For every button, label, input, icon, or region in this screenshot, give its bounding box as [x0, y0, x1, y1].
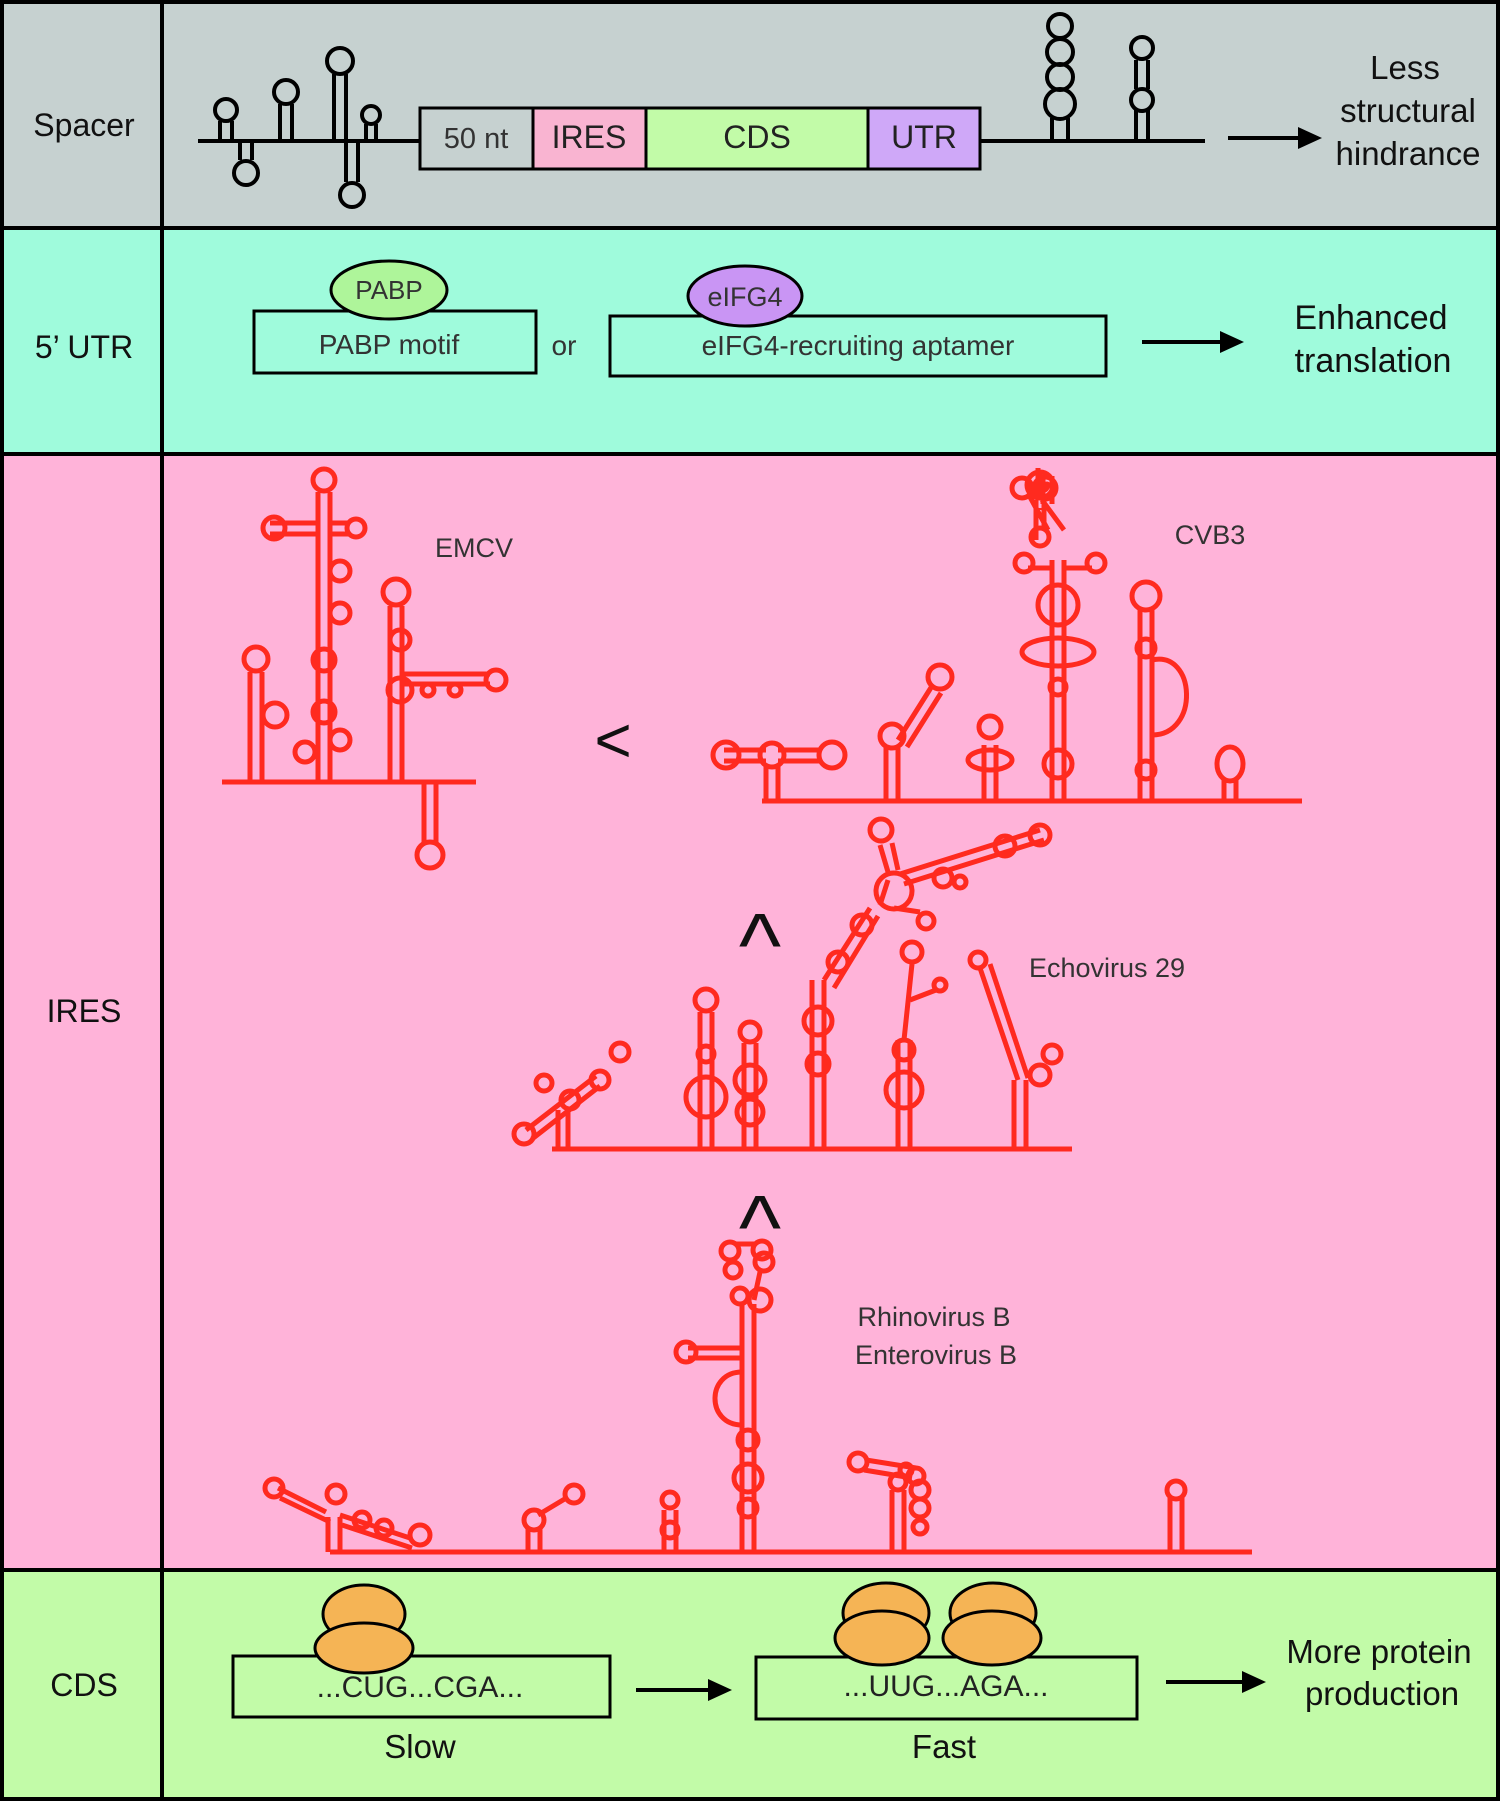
spacer-box-ires: [531, 106, 648, 171]
eifg4-aptamer-label: eIFG4-recruiting aptamer: [702, 330, 1015, 361]
eifg4-aptamer-box: [608, 314, 1108, 378]
or-text: or: [552, 330, 577, 361]
segment-label-cds: CDS: [723, 119, 791, 155]
cds-outcome-line-2: production: [1305, 1675, 1459, 1712]
utr5-arrow: [1142, 331, 1244, 353]
cds-outcome-line-1: More protein: [1286, 1633, 1471, 1670]
echovirus-structure: [511, 816, 1072, 1152]
pabp-motif-box: [252, 309, 538, 375]
label-echovirus: Echovirus 29: [1029, 953, 1185, 983]
slow-codon-box: [231, 1654, 612, 1719]
spacer-box-50nt: [418, 106, 535, 171]
pabp-motif-label: PABP motif: [319, 329, 460, 360]
row-label-spacer: Spacer: [33, 107, 135, 143]
rhinovirus-structure: [262, 1238, 1252, 1555]
utr5-outcome-line-1: Enhanced: [1294, 299, 1447, 337]
emcv-structure: [222, 466, 509, 871]
utr5-outcome-line-2: translation: [1295, 342, 1452, 380]
spacer-box-cds: [644, 106, 870, 171]
comparator-wedge-upper: ^: [739, 896, 781, 996]
pabp-protein: [329, 259, 449, 321]
ribosome-slow: [313, 1583, 415, 1675]
label-enterovirus: Enterovirus B: [855, 1340, 1017, 1370]
cds-arrow-middle: [636, 1679, 732, 1701]
cvb3-structure: [710, 468, 1302, 804]
segment-label-utr: UTR: [891, 119, 957, 155]
cds-row: [0, 1570, 1500, 1801]
outcome-line-1: Less: [1370, 49, 1440, 86]
eifg4-protein-label: eIFG4: [707, 282, 782, 312]
label-rhinovirus: Rhinovirus B: [857, 1302, 1010, 1332]
fast-codon-box: [754, 1655, 1139, 1721]
spacer-arrow: [1228, 127, 1322, 149]
label-emcv: EMCV: [435, 533, 513, 563]
eifg4-protein: [686, 264, 804, 328]
ires-row: [0, 454, 1500, 1570]
pabp-protein-label: PABP: [355, 275, 422, 305]
outcome-line-2: structural: [1340, 92, 1476, 129]
ribosome-fast-2: [941, 1581, 1043, 1667]
spacer-structure-right: [980, 12, 1205, 143]
segment-label-ires: IRES: [552, 119, 627, 155]
outcome-line-3: hindrance: [1336, 135, 1481, 172]
row-label-utr5: 5’ UTR: [35, 329, 133, 365]
segment-label-50nt: 50 nt: [444, 123, 509, 155]
spacer-box-utr: [866, 106, 982, 171]
slow-label: Slow: [384, 1728, 456, 1765]
spacer-outcome: Less structural hindrance: [1336, 49, 1481, 172]
slow-codons: ...CUG...CGA...: [317, 1671, 524, 1704]
label-cvb3: CVB3: [1175, 520, 1246, 550]
fast-codons: ...UUG...AGA...: [843, 1670, 1048, 1703]
comparator-less-than: <: [594, 704, 631, 776]
spacer-structure-left: [198, 46, 420, 209]
spacer-construct: 50 nt IRES CDS UTR: [418, 106, 982, 171]
row-label-cds: CDS: [50, 1667, 118, 1703]
cds-arrow-outcome: [1166, 1671, 1266, 1693]
row-label-ires: IRES: [47, 993, 122, 1029]
fast-label: Fast: [912, 1728, 976, 1765]
ribosome-fast-1: [833, 1581, 931, 1667]
